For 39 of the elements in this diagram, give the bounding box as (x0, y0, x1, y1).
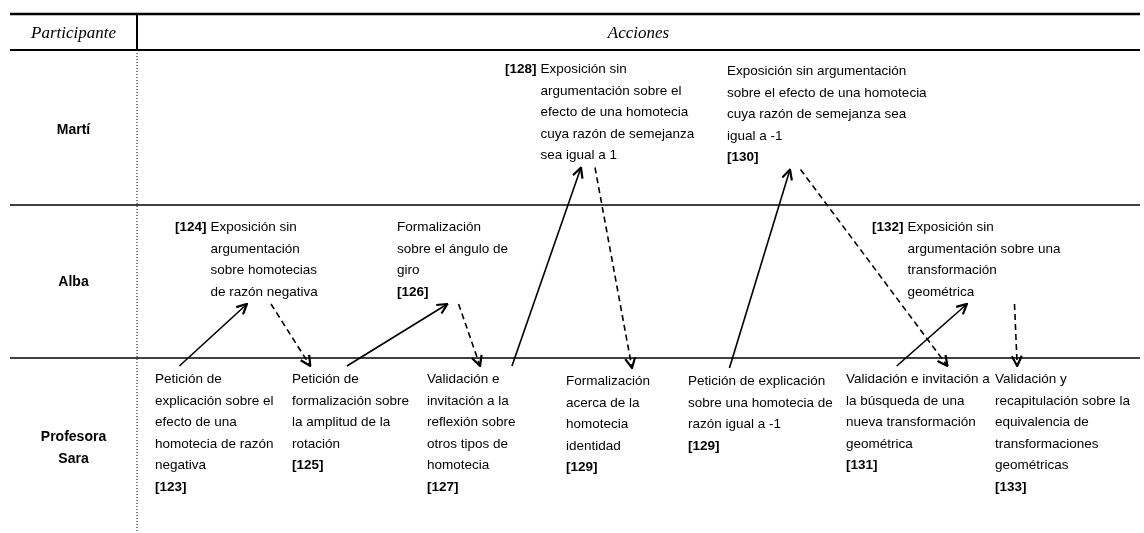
turn-number: [129] (688, 436, 720, 455)
column-header: Acciones (606, 22, 671, 44)
action-text: Validación e invitación a la reflexión sobre otros tipos de homotecia (427, 370, 517, 474)
turn-number: [123] (155, 477, 187, 496)
turn-number: [125] (292, 456, 324, 474)
action-text: Formalización sobre el ángulo de giro (397, 218, 509, 279)
arrow (270, 303, 312, 368)
action-text: Petición de explicación sobre el efecto de una homotecia de razón negativa (155, 370, 275, 474)
action-text: Petición de explicación sobre una homotecia de razón igual a -1 (688, 372, 834, 433)
column-header: Participante (30, 22, 117, 44)
arrow (799, 168, 949, 368)
action-text: Formalización acerca de la homotecia identidad (566, 372, 652, 455)
turn-number: [127] (427, 477, 459, 496)
turn-number: [130] (727, 148, 759, 166)
action-text: Exposición sin argumentación sobre homotecias de razón negativa (210, 218, 319, 301)
row-header: Martí (55, 120, 92, 139)
arrow (594, 166, 637, 370)
action-text: Exposición sin argumentación sobre el efecto de una homotecia cuya razón de semejanza sea igual a -1 (727, 62, 928, 145)
turn-number: [133] (995, 477, 1027, 496)
arrow (728, 168, 793, 369)
turn-number: [124] (175, 218, 207, 236)
action-text: Exposición sin argumentación sobre una transformación geométrica (907, 218, 1062, 301)
turn-number: [129] (566, 458, 598, 476)
turn-number: [126] (397, 282, 429, 301)
arrow (895, 302, 969, 367)
turn-number: [128] (505, 60, 537, 78)
row-header: Profesora Sara (39, 427, 108, 468)
arrow (511, 166, 584, 367)
action-text: Validación y recapitulación sobre la equivalencia de transformaciones geométricas (995, 370, 1132, 474)
action-text: Petición de formalización sobre la amplitud de la rotación (292, 370, 411, 453)
row-header: Alba (57, 272, 90, 291)
action-text: Exposición sin argumentación sobre el efecto de una homotecia cuya razón de semejanza sea igual a 1 (540, 60, 696, 164)
turn-number: [131] (846, 456, 878, 474)
arrow (178, 302, 249, 367)
turn-number: [132] (872, 218, 904, 236)
arrow (457, 303, 483, 368)
arrow (346, 302, 449, 367)
arrow (1010, 303, 1023, 368)
action-text: Validación e invitación a la búsqueda de una nueva transformación geométrica (846, 370, 991, 453)
